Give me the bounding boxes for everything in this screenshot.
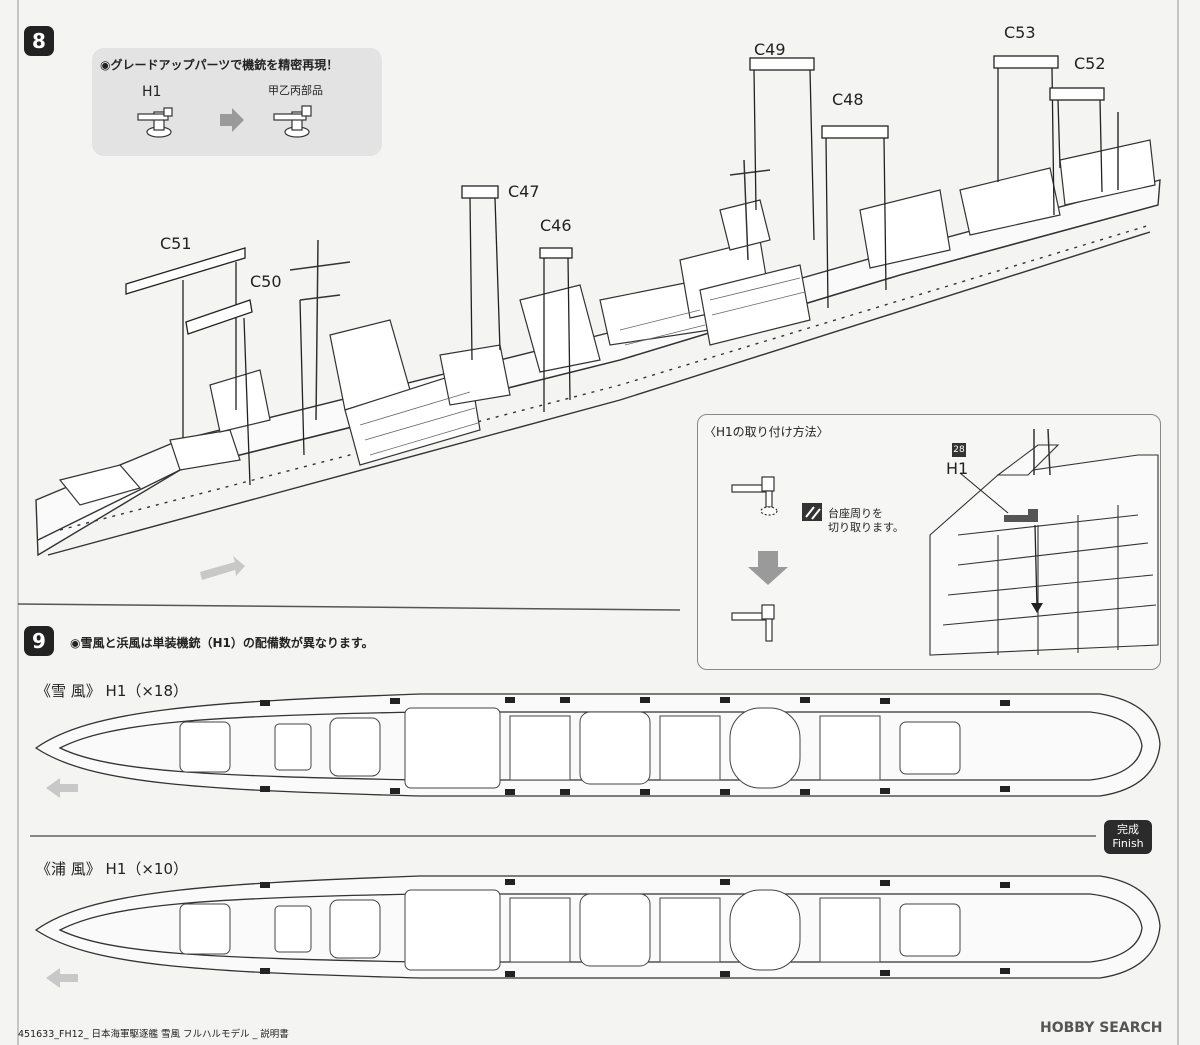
upgrade-note: ◉グレードアップパーツで機銃を精密再現！ [100, 58, 339, 72]
upgrade-info-box: ◉グレードアップパーツで機銃を精密再現！ H1 甲乙丙部品 [92, 48, 382, 156]
ship2-label: 《浦 風》 H1（×10） [36, 860, 189, 878]
detail-tag: 28 [952, 443, 966, 457]
detail-illustrations [731, 428, 1159, 656]
info-upgrade-label: 甲乙丙部品 [268, 84, 323, 97]
finish-badge: 完成 Finish [1104, 820, 1152, 854]
part-label-c51: C51 [160, 234, 192, 253]
cut-note-line1: 台座周りを [828, 507, 883, 520]
part-label-c48: C48 [832, 90, 864, 109]
finish-jp: 完成 [1117, 823, 1139, 836]
part-label-c53: C53 [1004, 23, 1036, 42]
ship1-label: 《雪 風》 H1（×18） [36, 682, 189, 700]
step-8-number: 8 [24, 26, 54, 56]
cut-note-line2: 切り取ります。 [828, 521, 904, 534]
step-9-number: 9 [24, 626, 54, 656]
h1-attachment-detail-box: 〈H1の取り付け方法〉 台座周りを 切り取ります。 28 H1 [697, 414, 1161, 670]
part-label-c50: C50 [250, 272, 282, 291]
detail-title: 〈H1の取り付け方法〉 [704, 425, 829, 439]
hobby-search-watermark: HOBBY SEARCH [1040, 1020, 1163, 1036]
info-gun-illustrations [137, 105, 312, 138]
detail-h1-label: H1 [946, 459, 969, 478]
part-label-c52: C52 [1074, 54, 1106, 73]
footer-text: 451633_FH12_ 日本海軍駆逐艦 雪風 フルハルモデル _ 説明書 [18, 1029, 289, 1040]
part-label-c49: C49 [754, 40, 786, 59]
info-h1-label: H1 [142, 84, 162, 100]
finish-en: Finish [1112, 837, 1144, 850]
part-label-c46: C46 [540, 216, 572, 235]
part-label-c47: C47 [508, 182, 540, 201]
step9-note: ◉雪風と浜風は単装機銃（H1）の配備数が異なります。 [70, 636, 374, 650]
